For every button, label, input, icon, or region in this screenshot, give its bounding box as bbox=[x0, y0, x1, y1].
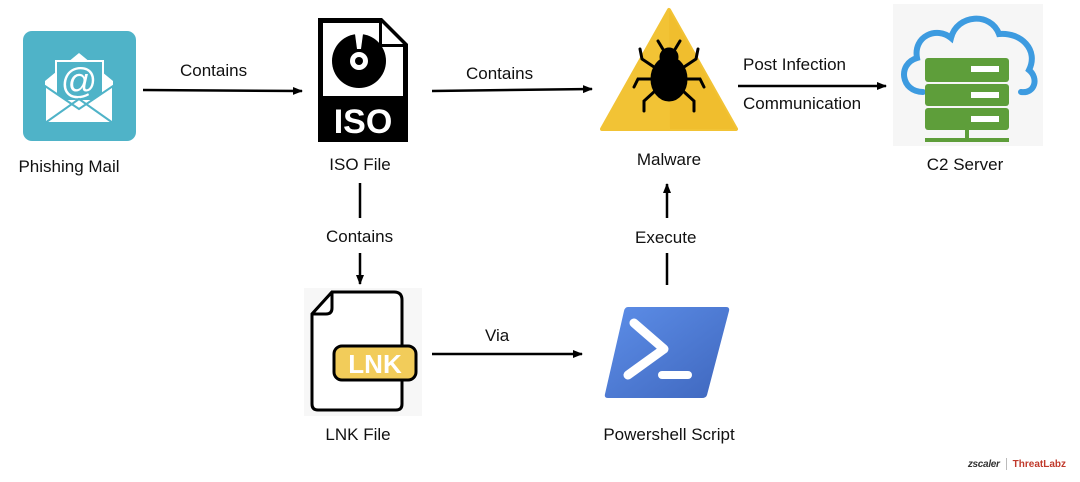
edge-label-malware-to-c2-bottom: Communication bbox=[743, 94, 862, 113]
edge-label-lnk-to-powershell: Via bbox=[485, 326, 510, 345]
cloud-server-icon bbox=[893, 4, 1043, 146]
arrow-iso-to-malware bbox=[431, 85, 593, 94]
lnk-file-label: LNK File bbox=[325, 425, 391, 444]
powershell-icon bbox=[604, 305, 730, 399]
brand-divider bbox=[1005, 458, 1007, 470]
lnk-badge: LNK bbox=[348, 349, 402, 379]
edge-label-mail-to-iso: Contains bbox=[180, 61, 248, 80]
iso-file-label: ISO File bbox=[329, 155, 391, 174]
malware-warning-icon bbox=[600, 7, 738, 132]
c2-server-label: C2 Server bbox=[926, 155, 1004, 174]
branding: zscaler ThreatLabz bbox=[968, 458, 1066, 470]
threatlabz-logo: ThreatLabz bbox=[1012, 458, 1066, 470]
arrow-mail-to-iso bbox=[142, 86, 303, 95]
email-icon: @ bbox=[23, 31, 136, 141]
edge-label-iso-to-malware: Contains bbox=[466, 64, 534, 83]
lnk-file-icon: LNK bbox=[304, 288, 422, 416]
edge-label-malware-to-c2-top: Post Infection bbox=[743, 55, 847, 74]
phishing-mail-label: Phishing Mail bbox=[18, 157, 120, 176]
iso-file-icon: ISO bbox=[316, 16, 410, 144]
edge-label-iso-to-lnk: Contains bbox=[326, 227, 394, 246]
malware-label: Malware bbox=[636, 150, 702, 169]
powershell-script-label: Powershell Script bbox=[603, 425, 735, 444]
iso-badge: ISO bbox=[333, 103, 393, 141]
svg-text:@: @ bbox=[61, 60, 98, 101]
edge-label-powershell-to-malware: Execute bbox=[635, 228, 697, 247]
zscaler-logo: zscaler bbox=[967, 458, 1000, 470]
